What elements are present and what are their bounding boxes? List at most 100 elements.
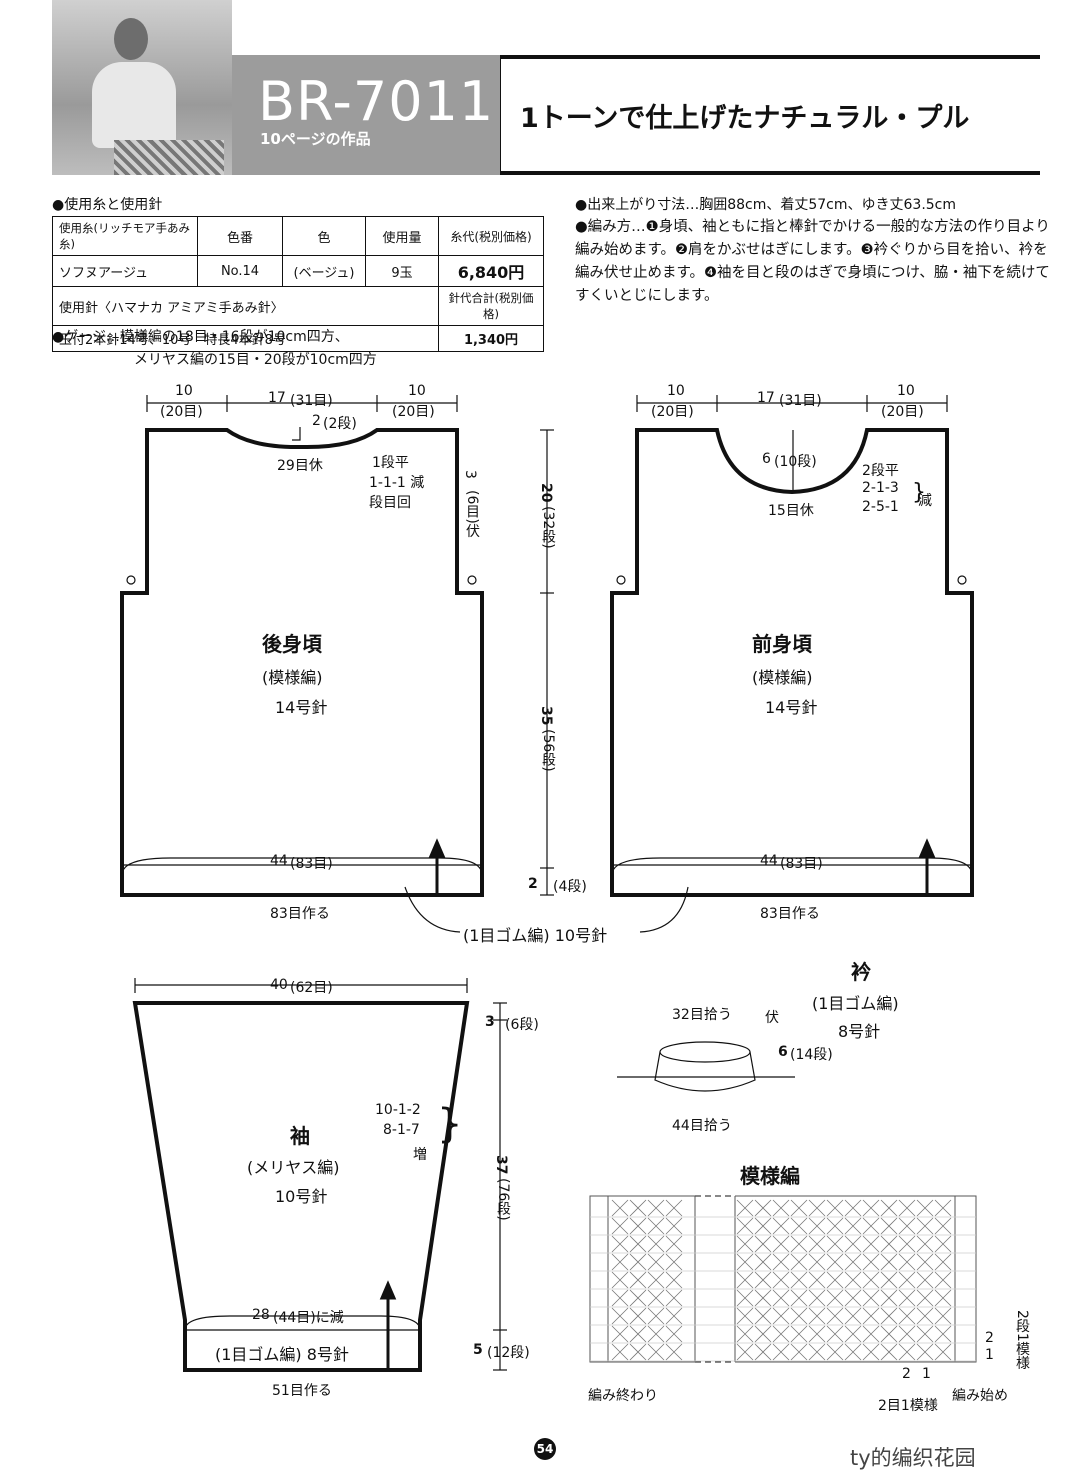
back-bottom: 44	[270, 853, 288, 869]
cable-stitch	[736, 1343, 754, 1361]
sleeve-h2: 37	[493, 1155, 509, 1175]
cable-stitch	[934, 1271, 952, 1289]
pattern-code: BR-7011	[258, 70, 495, 133]
cable-stitch	[916, 1253, 934, 1271]
front-w3: 10	[897, 383, 915, 399]
cable-stitch	[862, 1217, 880, 1235]
sleeve-h3: 5	[473, 1342, 483, 1358]
cable-stitch	[826, 1307, 844, 1325]
cable-stitch	[862, 1271, 880, 1289]
sleeve-name: 袖	[290, 1124, 310, 1148]
sleeve-h2-rows: (76段)	[495, 1178, 511, 1221]
yarn-name: ソフヌアージュ	[52, 255, 198, 287]
cable-stitch	[916, 1307, 934, 1325]
cable-stitch	[844, 1289, 862, 1307]
cable-stitch	[611, 1253, 629, 1271]
cable-stitch	[826, 1253, 844, 1271]
cable-stitch	[754, 1325, 772, 1343]
cable-stitch	[808, 1235, 826, 1253]
back-pattern: (模様編)	[262, 668, 323, 687]
front-w2: 17	[757, 390, 775, 406]
front-bottom-sts: (83目)	[780, 856, 823, 872]
cable-stitch	[844, 1253, 862, 1271]
cable-stitch	[772, 1325, 790, 1343]
cable-stitch	[880, 1217, 898, 1235]
cable-stitch	[754, 1217, 772, 1235]
cable-stitch	[790, 1217, 808, 1235]
cable-stitch	[844, 1325, 862, 1343]
cable-stitch	[772, 1343, 790, 1361]
yarn-color-no: No.14	[197, 255, 283, 287]
front-w3-sts: (20目)	[881, 404, 924, 420]
cable-stitch	[629, 1289, 647, 1307]
yarn-price: 6,840円	[438, 255, 544, 287]
cable-stitch	[826, 1325, 844, 1343]
cable-stitch	[611, 1235, 629, 1253]
sleeve-inc-1: 10-1-2	[375, 1102, 421, 1118]
materials-table: 使用糸(リッチモア手あみ糸) 色番 色 使用量 糸代(税別価格) ソフヌアージュ…	[52, 216, 544, 352]
cable-stitch	[790, 1289, 808, 1307]
back-dec-3: 段目回	[369, 495, 411, 511]
height-3: 2	[528, 876, 538, 892]
model-photo	[52, 0, 232, 175]
cable-stitch	[772, 1217, 790, 1235]
collar-pattern: (1目ゴム編)	[812, 994, 899, 1013]
cable-stitch	[916, 1235, 934, 1253]
needle-price: 1,340円	[438, 325, 544, 352]
cable-stitch	[880, 1199, 898, 1217]
cable-stitch	[916, 1325, 934, 1343]
cable-stitch	[790, 1235, 808, 1253]
cable-stitch	[862, 1343, 880, 1361]
cable-stitch	[629, 1271, 647, 1289]
cable-stitch	[665, 1199, 683, 1217]
back-w3-sts: (20目)	[392, 404, 435, 420]
front-w2-sts: (31目)	[779, 393, 822, 409]
sleeve-dec: 28	[252, 1307, 270, 1323]
cable-stitch	[808, 1343, 826, 1361]
cable-stitch	[862, 1253, 880, 1271]
col-color-no: 色番	[197, 216, 283, 256]
back-neck-rest: 29目休	[277, 458, 323, 474]
back-w1-sts: (20目)	[160, 404, 203, 420]
back-dec-1: 1段平	[372, 455, 409, 471]
brace-symbol: }	[912, 480, 926, 505]
back-dec-2: 1-1-1 減	[369, 475, 425, 491]
cable-stitch	[808, 1289, 826, 1307]
sleeve-needle: 10号針	[275, 1187, 328, 1206]
sleeve-rib: (1目ゴム編) 8号針	[215, 1345, 349, 1364]
needle-label: 使用針〈ハマナカ アミアミ手あみ針〉	[52, 286, 439, 326]
method-text: ●編み方…❶身頃、袖ともに指と棒針でかける一般的な方法の作り目より編み始めます。…	[575, 219, 1050, 304]
cable-stitch	[629, 1253, 647, 1271]
cable-stitch	[898, 1253, 916, 1271]
sleeve-pattern: (メリヤス編)	[247, 1158, 340, 1177]
cable-stitch	[665, 1307, 683, 1325]
cable-stitch	[790, 1199, 808, 1217]
cable-stitch	[808, 1217, 826, 1235]
cable-stitch	[826, 1289, 844, 1307]
cable-stitch	[736, 1325, 754, 1343]
cable-stitch	[790, 1253, 808, 1271]
cable-stitch	[862, 1199, 880, 1217]
front-neck-depth-rows: (10段)	[774, 454, 817, 470]
col-price: 糸代(税別価格)	[438, 216, 544, 256]
cable-stitch	[611, 1217, 629, 1235]
cable-stitch	[790, 1271, 808, 1289]
title-bar	[500, 55, 1040, 175]
cable-stitch	[844, 1217, 862, 1235]
cable-stitch	[844, 1307, 862, 1325]
back-w2-sts: (31目)	[290, 393, 333, 409]
cable-stitch	[862, 1307, 880, 1325]
cable-stitch	[611, 1199, 629, 1217]
cable-stitch	[880, 1271, 898, 1289]
cable-stitch	[844, 1271, 862, 1289]
back-bottom-sts: (83目)	[290, 856, 333, 872]
height-2: 35	[538, 706, 554, 726]
cable-stitch	[826, 1271, 844, 1289]
cable-stitch	[790, 1343, 808, 1361]
cable-stitch	[808, 1307, 826, 1325]
back-cast-on: 83目作る	[270, 906, 330, 922]
cable-stitch	[665, 1289, 683, 1307]
chart-repeat: 2目1模様	[878, 1398, 938, 1414]
cable-stitch	[754, 1343, 772, 1361]
front-pattern: (模様編)	[752, 668, 813, 687]
